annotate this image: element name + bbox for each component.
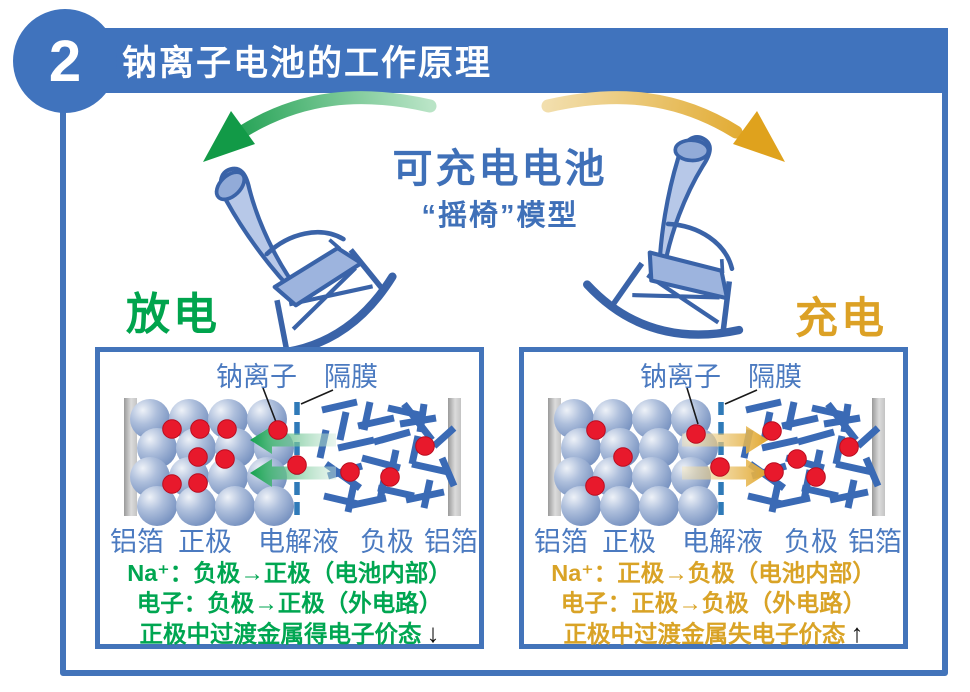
electrode-label-foil-right: 铝箔	[424, 527, 478, 557]
battery-cell-diagram-charge	[548, 388, 885, 526]
pointer-lines	[262, 388, 334, 423]
electrode-label-foil-left: 铝箔	[534, 527, 588, 557]
hero-subtitle: “摇椅”模型	[421, 200, 579, 232]
sodium-ion-dots	[162, 419, 435, 494]
electrode-label-anode: 负极	[784, 527, 838, 557]
cathode-sphere-grid	[554, 399, 718, 526]
title-bar: 钠离子电池的工作原理	[64, 28, 948, 93]
note-valence: 正极中过渡金属得电子价态↓	[139, 618, 440, 648]
section-number: 2	[48, 28, 82, 94]
discharge-arrow-icon	[235, 91, 437, 139]
electrode-label-foil-left: 铝箔	[110, 527, 164, 557]
foil-bar-right	[448, 398, 461, 516]
note-valence: 正极中过渡金属失电子价态↑	[563, 618, 864, 648]
discharge-arrowhead-icon	[203, 111, 255, 162]
separator-label: 隔膜	[748, 362, 802, 392]
note-ion-flow: Na⁺：正极→负极（电池内部）	[551, 560, 876, 586]
charge-notes: Na⁺：正极→负极（电池内部） 电子：正极→负极（外电路） 正极中过渡金属失电子…	[524, 558, 903, 649]
hero-canvas	[203, 91, 785, 162]
electrode-label-cathode: 正极	[602, 527, 656, 557]
sodium-ion-dots	[585, 420, 859, 496]
section-number-badge: 2	[13, 9, 117, 113]
hero-title: 可充电电池	[392, 147, 608, 191]
battery-cell-diagram-discharge	[124, 388, 461, 526]
anode-mesh	[744, 402, 878, 512]
charge-arrow-icon	[541, 91, 743, 139]
electrode-label-cathode: 正极	[178, 527, 232, 557]
foil-bar-right	[872, 398, 885, 516]
page-title: 钠离子电池的工作原理	[122, 44, 493, 83]
note-ion-flow: Na⁺：负极→正极（电池内部）	[127, 560, 452, 586]
sodium-ion-label: 钠离子	[640, 362, 721, 392]
anode-mesh	[320, 402, 454, 512]
charge-panel: 钠离子 隔膜 铝箔 正极 电解液 负极 铝箔	[519, 347, 908, 649]
electrode-label-anode: 负极	[360, 527, 414, 557]
discharge-label: 放电	[126, 290, 220, 339]
charge-label: 充电	[795, 295, 887, 343]
note-electron-flow: 电子：负极→正极（外电路）	[136, 590, 443, 616]
separator-label: 隔膜	[324, 362, 378, 392]
electrode-label-foil-right: 铝箔	[848, 527, 902, 557]
note-electron-flow: 电子：正极→负极（外电路）	[560, 590, 867, 616]
discharge-notes: Na⁺：负极→正极（电池内部） 电子：负极→正极（外电路） 正极中过渡金属得电子…	[100, 558, 479, 649]
electrode-label-electrolyte: 电解液	[258, 527, 339, 557]
charge-arrowhead-icon	[733, 111, 785, 162]
valence-down-arrow: ↓	[426, 618, 440, 648]
discharge-panel: 钠离子 隔膜 铝箔 正极 电解液 负极	[95, 347, 484, 649]
valence-up-arrow: ↑	[850, 618, 864, 648]
sodium-ion-label: 钠离子	[216, 362, 297, 392]
electrode-label-electrolyte: 电解液	[682, 527, 763, 557]
pointer-lines	[686, 388, 758, 425]
